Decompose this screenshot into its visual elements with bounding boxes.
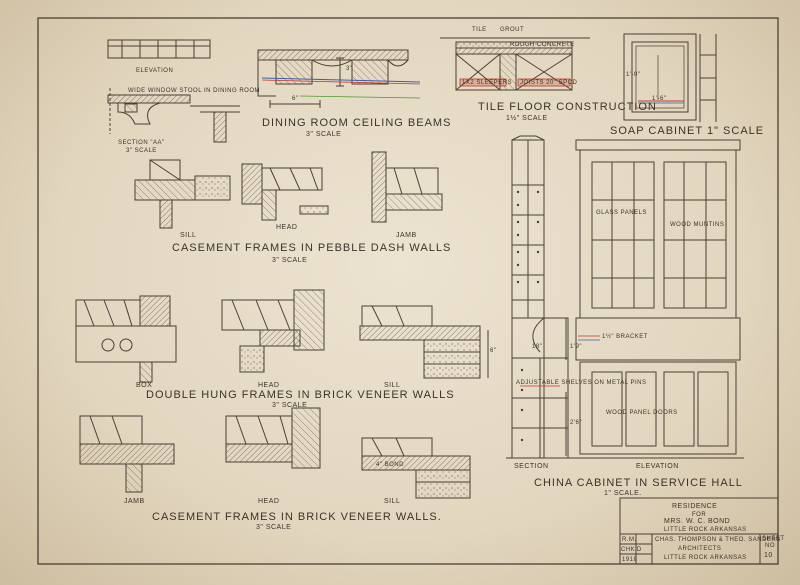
tb-cell-c: 1918 — [622, 557, 638, 563]
tb-architects: Chas. Thompson & Theo. Sanders — [655, 537, 781, 543]
label-head-3: Head — [258, 498, 280, 505]
tb-residence: Residence — [672, 503, 718, 510]
tb-no-label: No — [765, 543, 775, 549]
dim-3in: 3" — [346, 66, 353, 72]
label-grout: Grout — [500, 27, 525, 33]
label-joists: Joists 20" Spcd — [520, 80, 578, 86]
scale-casement-brick: 3" Scale — [256, 524, 292, 531]
dim-6in-b: 6" — [490, 348, 497, 354]
dim-soap-2: 1'-6" — [652, 96, 667, 102]
ceiling-beams-detail — [257, 49, 409, 108]
label-window-stool: Wide Window Stool in Dining Room — [128, 88, 260, 94]
label-sill-1: Sill — [180, 232, 197, 239]
tb-arch-place: Little Rock Arkansas — [664, 555, 747, 561]
tb-cell-b: Chk'd — [621, 547, 642, 553]
dim-6in: 6" — [292, 96, 299, 102]
label-bond: 4" Bond — [376, 462, 404, 468]
shelf-pins — [516, 190, 540, 442]
label-head-1: Head — [276, 224, 298, 231]
double-hung-sill — [359, 305, 489, 379]
tb-for: for — [692, 512, 707, 518]
label-elevation-china: Elevation — [636, 463, 679, 470]
label-glass-panels: Glass Panels — [596, 210, 647, 216]
scale-china-cabinet: 1" Scale. — [604, 490, 642, 497]
title-casement-brick: Casement Frames in Brick Veneer Walls. — [152, 511, 442, 523]
casement-brick-head — [225, 407, 321, 469]
scale-double-hung: 3" Scale — [272, 402, 308, 409]
tb-owner: Mrs. W. C. Bond — [664, 518, 731, 525]
casement-brick-sill — [361, 437, 471, 499]
tb-sheet-label: Sheet — [762, 536, 785, 542]
label-adjustable-shelves: Adjustable Shelves on Metal Pins — [516, 380, 647, 386]
casement-pebble-jamb — [371, 151, 443, 223]
title-block-frame — [619, 497, 779, 565]
casement-brick-jamb — [79, 415, 175, 493]
double-hung-head — [221, 289, 325, 373]
dim-2ft6: 2'6" — [570, 420, 582, 426]
sheet-border — [37, 17, 779, 565]
label-sleepers: 1x2 Sleepers — [462, 80, 513, 86]
label-wood-panel-doors: Wood Panel Doors — [606, 410, 678, 416]
section-aa-detail — [107, 88, 240, 143]
dim-soap-1: 1'-0" — [626, 72, 641, 78]
casement-pebble-sill — [134, 159, 231, 229]
label-section-aa: Section "AA" — [118, 140, 165, 146]
tile-floor-detail — [440, 37, 590, 91]
label-sill-2: Sill — [384, 382, 401, 389]
dim-1ft9: 1'9" — [570, 344, 582, 350]
label-section: Section — [514, 463, 549, 470]
title-soap-cabinet: Soap Cabinet 1" Scale — [610, 125, 765, 137]
scale-dining: 3" Scale — [306, 131, 342, 138]
dim-18in: 18" — [532, 344, 543, 350]
label-jamb-2: Jamb — [124, 498, 145, 505]
label-bracket: 1½" Bracket — [602, 334, 648, 340]
double-hung-box — [75, 295, 177, 383]
elevation-detail — [107, 39, 211, 59]
tb-place: Little Rock Arkansas — [664, 527, 747, 533]
label-jamb-1: Jamb — [396, 232, 417, 239]
china-cabinet-section — [506, 135, 574, 459]
label-wood-muntins: Wood Muntins — [670, 222, 725, 228]
china-cabinet-elevation — [565, 139, 744, 459]
title-double-hung: Double Hung Frames in Brick Veneer Walls — [146, 389, 455, 401]
casement-pebble-head — [241, 163, 329, 221]
label-elevation: Elevation — [136, 68, 174, 74]
title-casement-pebble: Casement Frames in Pebble Dash Walls — [172, 242, 452, 254]
label-tile: Tile — [472, 27, 487, 33]
label-head-2: Head — [258, 382, 280, 389]
soap-cabinet-detail — [623, 33, 717, 122]
title-dining-beams: Dining Room Ceiling Beams — [262, 117, 452, 129]
label-section-aa-scale: 3" Scale — [126, 148, 157, 154]
title-china-cabinet: China Cabinet in Service Hall — [534, 477, 743, 489]
label-rough-concrete: Rough Concrete — [510, 42, 575, 48]
tb-sheet-number: 10 — [764, 552, 773, 559]
scale-casement-pebble: 3" Scale — [272, 257, 308, 264]
label-box: Box — [136, 382, 153, 389]
tb-cell-a: R.M. — [622, 537, 637, 543]
label-sill-3: Sill — [384, 498, 401, 505]
scale-tile: 1½" Scale — [506, 115, 548, 122]
title-tile-floor: Tile Floor Construction — [478, 101, 657, 113]
tb-architects-role: Architects — [678, 546, 722, 552]
